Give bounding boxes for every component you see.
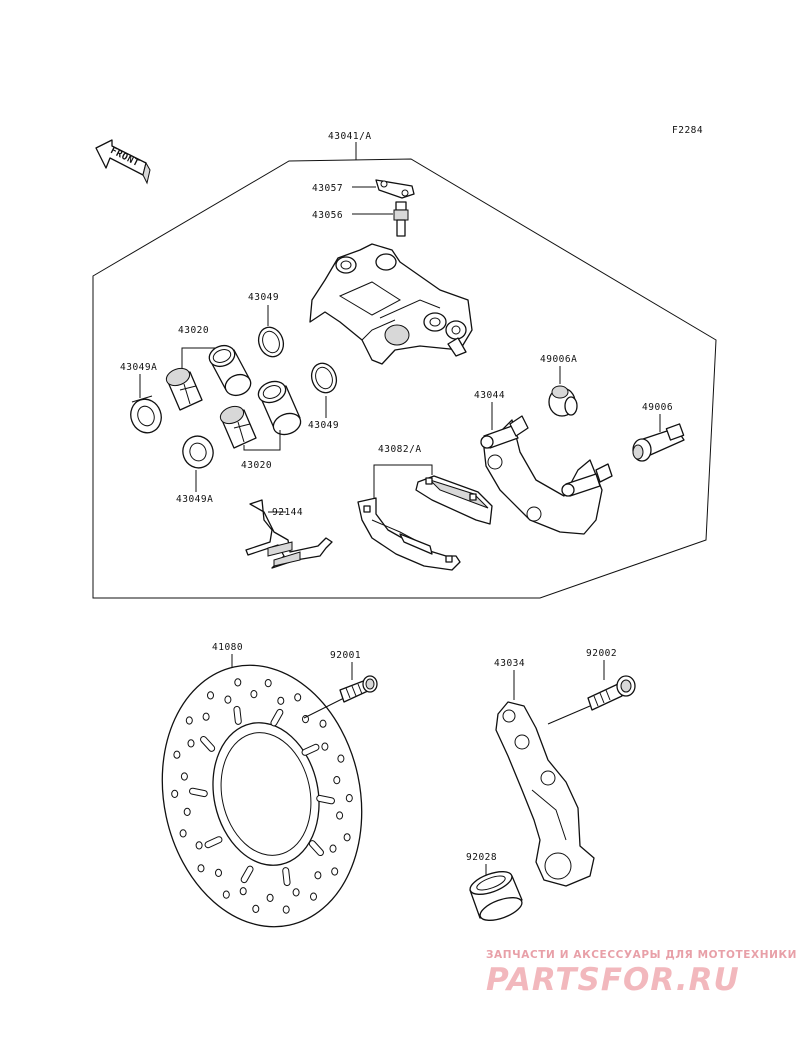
disc-bolt	[339, 675, 378, 703]
label-bleeder-cap: 43057	[312, 183, 343, 194]
piston-upper	[208, 344, 252, 397]
label-piston-set-upper: 43020	[178, 325, 209, 336]
collar	[469, 871, 523, 921]
disc-hole	[180, 772, 188, 781]
dust-seal-left	[130, 395, 162, 434]
label-bleeder-valve: 43056	[312, 210, 343, 221]
label-piston-set-lower: 43020	[241, 460, 272, 471]
caliper-body	[309, 243, 473, 365]
disc-hole	[321, 742, 329, 751]
disc-hole	[222, 890, 230, 899]
disc-hole	[294, 693, 302, 702]
label-piston-seal-upper: 43049	[248, 292, 279, 303]
disc-hole	[215, 868, 222, 878]
watermark-caption: ЗАПЧАСТИ И АКСЕССУАРЫ ДЛЯ МОТОТЕХНИКИ	[486, 949, 798, 961]
disc-hole	[343, 833, 351, 842]
disc-hole	[224, 695, 232, 704]
disc-hole	[336, 811, 344, 820]
disc-hole	[171, 789, 179, 799]
label-brake-pad-set: 43082/A	[378, 444, 422, 455]
disc-hole	[207, 691, 214, 700]
piston-lower	[257, 380, 302, 436]
torque-link	[495, 701, 595, 887]
label-caliper-bracket: 43044	[474, 390, 505, 401]
disc-hole	[277, 696, 285, 705]
disc-slot	[270, 708, 284, 727]
disc-hole	[202, 712, 210, 721]
torque-link-bolt	[587, 675, 636, 711]
disc-hole	[239, 887, 247, 896]
disc-hole	[345, 794, 353, 803]
bleeder-cap	[375, 179, 415, 199]
brake-pad-upper	[415, 475, 493, 525]
disc-hole	[250, 690, 258, 699]
disc-hole	[187, 739, 195, 748]
label-brake-disc: 41080	[212, 642, 243, 653]
disc-slot	[282, 867, 291, 887]
disc-hole	[195, 841, 203, 850]
label-slide-pin-boot: 49006	[642, 402, 673, 413]
disc-hole	[185, 716, 193, 725]
label-torque-link: 43034	[494, 658, 525, 669]
caliper-bracket	[480, 415, 613, 535]
label-disc-bolt: 92001	[330, 650, 361, 661]
piston-seal-mid	[310, 362, 338, 394]
disc-slot	[200, 735, 216, 752]
disc-hole	[333, 776, 341, 785]
disc-hole	[252, 904, 260, 914]
disc-slot	[233, 705, 242, 725]
disc-slot	[308, 840, 324, 857]
disc-hole	[319, 719, 327, 728]
piston-insert-lower	[219, 405, 257, 449]
disc-slot	[301, 743, 320, 756]
disc-hole	[337, 754, 345, 763]
brake-pad-lower	[357, 497, 461, 571]
disc-hole	[329, 844, 337, 853]
disc-hole	[331, 867, 339, 876]
disc-hole	[314, 871, 322, 880]
brake-disc	[161, 664, 363, 928]
label-caliper-assembly: 43041/A	[328, 131, 372, 142]
disc-hole	[282, 905, 290, 914]
front-arrow-icon: FRONT	[95, 139, 151, 185]
figure-code: F2284	[672, 125, 703, 136]
piston-seal-upper	[257, 326, 285, 358]
disc-slot	[189, 787, 208, 798]
label-anti-rattle-spring: 92144	[272, 507, 303, 518]
slide-pin	[632, 423, 685, 462]
disc-hole	[266, 893, 274, 903]
watermark-logo: PARTSFOR.RU	[486, 962, 740, 998]
disc-hole	[173, 750, 181, 759]
label-boot: 49006A	[540, 354, 577, 365]
piston-insert-upper	[165, 367, 203, 411]
label-dust-seal-left: 43049A	[120, 362, 157, 373]
disc-hole	[179, 829, 187, 838]
bleeder-valve	[393, 201, 409, 237]
disc-hole	[264, 679, 272, 688]
label-collar: 92028	[466, 852, 497, 863]
label-piston-seal-mid: 43049	[308, 420, 339, 431]
disc-hole	[197, 864, 205, 873]
label-dust-seal-lower: 43049A	[176, 494, 213, 505]
label-torque-link-bolt: 92002	[586, 648, 617, 659]
disc-hole	[183, 807, 191, 817]
caliper-assembly-outline	[92, 158, 717, 599]
anti-rattle-spring	[245, 499, 333, 569]
disc-slot	[316, 794, 335, 805]
disc-hole	[302, 715, 309, 724]
disc-hole	[292, 888, 300, 897]
disc-hole	[234, 678, 242, 687]
boot	[548, 385, 578, 417]
disc-hole	[310, 892, 317, 901]
disc-slot	[204, 836, 223, 849]
dust-seal-lower	[182, 435, 214, 469]
disc-slot	[240, 865, 254, 884]
